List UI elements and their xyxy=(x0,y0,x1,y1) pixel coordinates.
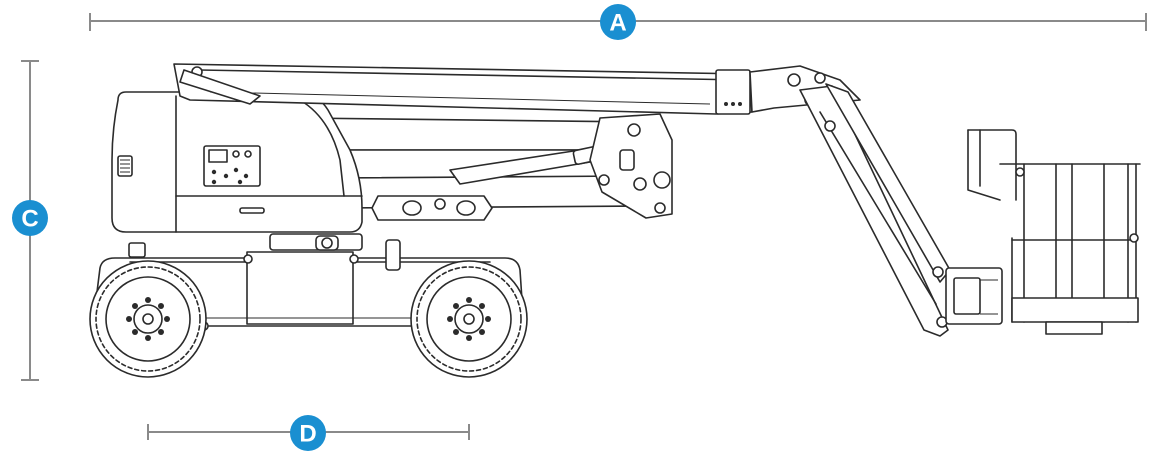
dimension-c: C xyxy=(12,60,48,381)
rear-wheel xyxy=(89,260,207,378)
dimension-a-label: A xyxy=(609,10,626,37)
lower-tray xyxy=(371,195,493,221)
turntable xyxy=(269,233,363,251)
platform-basket xyxy=(967,129,1141,335)
boom-pivot xyxy=(589,113,673,219)
boom-lift-drawing xyxy=(89,63,1141,378)
dimension-d-label: D xyxy=(299,421,316,448)
dimension-a-badge: A xyxy=(600,4,636,40)
basket-rotator xyxy=(945,267,1003,325)
dimension-c-badge: C xyxy=(12,200,48,236)
main-boom xyxy=(173,63,753,115)
dimension-c-label: C xyxy=(21,206,38,233)
front-wheel xyxy=(410,260,528,378)
dimension-d-badge: D xyxy=(290,415,326,451)
jib-arm xyxy=(749,65,951,337)
dimension-a: A xyxy=(89,4,1147,40)
control-panel xyxy=(203,145,261,187)
dimension-d: D xyxy=(147,415,470,451)
